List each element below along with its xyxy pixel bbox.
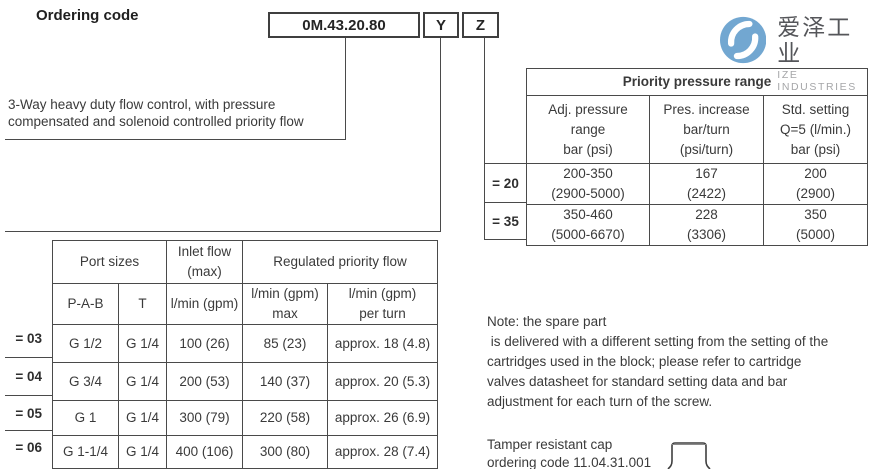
priority-col-header-std-setting: Std. setting Q=5 (l/min.) bar (psi) xyxy=(763,95,868,164)
flow-cell: approx. 28 (7.4) xyxy=(327,435,438,469)
tamper-cap-line2: ordering code 11.04.31.001 xyxy=(487,455,652,469)
note-text: Note: the spare part is delivered with a… xyxy=(487,314,829,409)
flow-cell: G 1-1/4 xyxy=(52,435,119,469)
priority-row-label-35: = 35 xyxy=(484,203,527,240)
flow-group-header-regulated-priority-flow: Regulated priority flow xyxy=(242,240,438,284)
flow-cell: 400 (106) xyxy=(166,435,243,469)
priority-cell: 228 (3306) xyxy=(649,204,764,246)
flow-cell: G 1/4 xyxy=(118,400,167,436)
flow-col-header-lmin: l/min (gpm) xyxy=(166,283,243,325)
flow-cell: approx. 20 (5.3) xyxy=(327,362,438,401)
tamper-cap-icon xyxy=(667,442,711,469)
table-row: G 3/4 G 1/4 200 (53) 140 (37) approx. 20… xyxy=(52,362,438,401)
ordering-code-option-z-box: Z xyxy=(462,12,499,38)
priority-col-header-pres-increase: Pres. increase bar/turn (psi/turn) xyxy=(649,95,764,164)
flow-cell: G 1 xyxy=(52,400,119,436)
table-row: G 1 G 1/4 300 (79) 220 (58) approx. 26 (… xyxy=(52,400,438,436)
flow-col-header-t: T xyxy=(118,283,167,325)
connector-line-base xyxy=(345,38,346,139)
priority-cell: 167 (2422) xyxy=(649,163,764,205)
table-row: 200-350 (2900-5000) 167 (2422) 200 (2900… xyxy=(526,163,868,205)
ordering-code-option-y-box: Y xyxy=(423,12,459,38)
table-row: G 1/2 G 1/4 100 (26) 85 (23) approx. 18 … xyxy=(52,324,438,363)
priority-col-header-adj-pressure: Adj. pressure range bar (psi) xyxy=(526,95,650,164)
flow-table: Port sizes Inlet flow (max) Regulated pr… xyxy=(52,240,438,469)
flow-col-header-lmin-per-turn: l/min (gpm) per turn xyxy=(327,283,438,325)
flow-group-header-inlet-flow: Inlet flow (max) xyxy=(166,240,243,284)
flow-cell: 220 (58) xyxy=(242,400,328,436)
flow-col-header-lmin-max: l/min (gpm) max xyxy=(242,283,328,325)
flow-cell: G 1/4 xyxy=(118,435,167,469)
flow-group-header-port-sizes: Port sizes xyxy=(52,240,167,284)
ize-logo-icon xyxy=(720,16,767,64)
flow-table-leader-line xyxy=(5,231,441,232)
flow-cell: G 1/2 xyxy=(52,324,119,363)
priority-row-label-20: = 20 xyxy=(484,163,527,203)
table-row: G 1-1/4 G 1/4 400 (106) 300 (80) approx.… xyxy=(52,435,438,469)
flow-cell: G 1/4 xyxy=(118,324,167,363)
flow-cell: G 3/4 xyxy=(52,362,119,401)
flow-cell: 300 (79) xyxy=(166,400,243,436)
flow-cell: 300 (80) xyxy=(242,435,328,469)
company-logo: 爱泽工业 IZE INDUSTRIES xyxy=(720,14,871,93)
flow-row-label-05: = 05 xyxy=(5,395,52,430)
flow-row-label-04: = 04 xyxy=(5,357,52,395)
connector-line-y xyxy=(440,38,441,231)
flow-cell: 100 (26) xyxy=(166,324,243,363)
priority-cell: 350 (5000) xyxy=(763,204,868,246)
flow-row-label-06: = 06 xyxy=(5,430,52,463)
flow-cell: approx. 18 (4.8) xyxy=(327,324,438,363)
tamper-cap-line1: Tamper resistant cap xyxy=(487,437,613,452)
flow-cell: 140 (37) xyxy=(242,362,328,401)
priority-cell: 200 (2900) xyxy=(763,163,868,205)
flow-col-header-pab: P-A-B xyxy=(52,283,119,325)
connector-line-z xyxy=(484,38,485,163)
priority-pressure-table: Priority pressure range Adj. pressure ra… xyxy=(526,68,868,246)
logo-english-text: IZE INDUSTRIES xyxy=(777,69,857,93)
logo-chinese-text: 爱泽工业 xyxy=(777,14,853,66)
description-underline xyxy=(5,139,346,140)
ordering-code-base-box: 0M.43.20.80 xyxy=(268,12,420,38)
priority-cell: 350-460 (5000-6670) xyxy=(526,204,650,246)
flow-cell: approx. 26 (6.9) xyxy=(327,400,438,436)
page-title: Ordering code xyxy=(36,7,139,24)
flow-row-label-03: = 03 xyxy=(15,330,42,346)
flow-cell: G 1/4 xyxy=(118,362,167,401)
flow-cell: 200 (53) xyxy=(166,362,243,401)
priority-cell: 200-350 (2900-5000) xyxy=(526,163,650,205)
description-text: 3-Way heavy duty flow control, with pres… xyxy=(8,97,304,129)
table-row: 350-460 (5000-6670) 228 (3306) 350 (5000… xyxy=(526,204,868,246)
flow-cell: 85 (23) xyxy=(242,324,328,363)
